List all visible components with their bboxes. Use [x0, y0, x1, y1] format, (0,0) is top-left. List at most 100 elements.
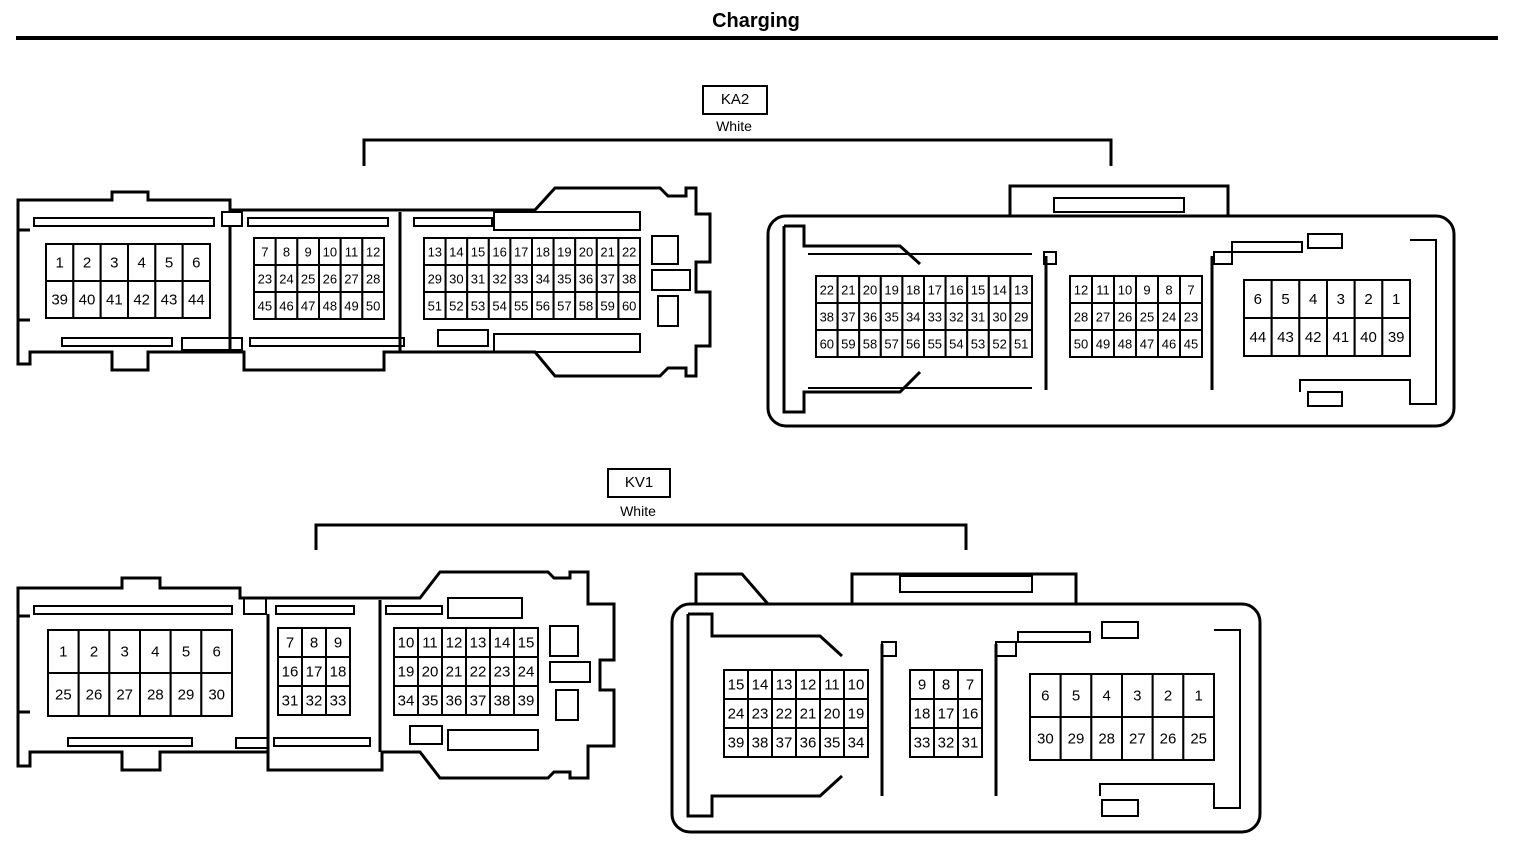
- pin-number: 7: [261, 245, 268, 260]
- pin-number: 21: [800, 706, 817, 723]
- pin-number: 32: [306, 693, 323, 710]
- pin-number: 53: [471, 299, 485, 314]
- pin-number: 15: [728, 677, 745, 694]
- pin-number: 5: [1281, 291, 1289, 308]
- pin-number: 3: [1337, 291, 1345, 308]
- pin-number: 28: [147, 687, 164, 704]
- pin-number: 36: [863, 310, 877, 325]
- pin-cell: [200, 629, 233, 674]
- pin-number: 55: [928, 337, 942, 352]
- pin-number: 9: [334, 635, 342, 652]
- pin-cell: [957, 698, 983, 729]
- pin-number: 31: [471, 272, 485, 287]
- pin-cell: [277, 685, 303, 716]
- pin-cell: [617, 291, 642, 320]
- pin-cell: [325, 685, 351, 716]
- pin-number: 36: [800, 735, 817, 752]
- pin-number: 2: [83, 255, 91, 272]
- pin-number: 49: [1096, 337, 1110, 352]
- pin-number: 7: [966, 677, 974, 694]
- pin-number: 23: [494, 664, 511, 681]
- pin-cell: [513, 656, 539, 687]
- pin-number: 28: [1098, 731, 1115, 748]
- pin-number: 8: [1165, 283, 1172, 298]
- pin-number: 50: [366, 299, 380, 314]
- pin-number: 21: [841, 283, 855, 298]
- pin-number: 18: [914, 706, 931, 723]
- pin-number: 39: [728, 735, 745, 752]
- kv1-bracket: [314, 523, 968, 550]
- pin-cell: [1381, 317, 1412, 357]
- pin-cell: [181, 243, 212, 282]
- pin-number: 8: [942, 677, 950, 694]
- pin-number: 17: [306, 664, 323, 681]
- pin-number: 47: [301, 299, 315, 314]
- pin-cell: [819, 698, 845, 729]
- pin-number: 31: [962, 735, 979, 752]
- pin-number: 51: [1014, 337, 1028, 352]
- pin-cell: [154, 280, 184, 319]
- pin-number: 22: [470, 664, 487, 681]
- pin-number: 33: [928, 310, 942, 325]
- pin-number: 59: [841, 337, 855, 352]
- pin-cell: [843, 727, 869, 758]
- pin-number: 21: [600, 245, 614, 260]
- pin-number: 30: [449, 272, 463, 287]
- pin-cell: [843, 669, 869, 700]
- pin-number: 20: [863, 283, 877, 298]
- pin-number: 5: [182, 644, 190, 661]
- pin-number: 16: [492, 245, 506, 260]
- pin-number: 4: [1102, 688, 1110, 705]
- pin-number: 60: [820, 337, 834, 352]
- pin-cell: [957, 669, 983, 700]
- pin-cell: [1029, 716, 1062, 761]
- connector-kv1-color: White: [620, 503, 656, 519]
- pin-cell: [417, 685, 443, 716]
- pin-number: 35: [824, 735, 841, 752]
- pin-number: 30: [992, 310, 1006, 325]
- pin-number: 10: [323, 245, 337, 260]
- pin-number: 12: [800, 677, 817, 694]
- pin-number: 5: [165, 255, 173, 272]
- pin-number: 16: [949, 283, 963, 298]
- pin-cell: [181, 280, 212, 319]
- pin-cell: [45, 243, 75, 282]
- pin-number: 13: [776, 677, 793, 694]
- pin-number: 25: [301, 272, 315, 287]
- pin-number: 37: [470, 693, 487, 710]
- pin-number: 29: [178, 687, 195, 704]
- pin-number: 36: [579, 272, 593, 287]
- connector-ka2-label: KA2: [702, 85, 768, 115]
- pin-number: 2: [90, 644, 98, 661]
- pin-number: 4: [151, 644, 159, 661]
- pin-number: 48: [1118, 337, 1132, 352]
- page-title: Charging: [712, 10, 800, 32]
- pin-cell: [513, 685, 539, 716]
- pin-cell: [108, 629, 142, 674]
- pin-cell: [747, 727, 773, 758]
- pin-number: 13: [428, 245, 442, 260]
- pin-cell: [127, 243, 157, 282]
- pin-number: 15: [971, 283, 985, 298]
- pin-number: 15: [471, 245, 485, 260]
- pin-number: 54: [492, 299, 506, 314]
- pin-cell: [1182, 716, 1216, 761]
- pin-number: 47: [1140, 337, 1154, 352]
- pin-number: 2: [1364, 291, 1372, 308]
- pin-cell: [771, 727, 797, 758]
- pin-number: 11: [422, 635, 438, 652]
- pin-number: 19: [884, 283, 898, 298]
- pin-number: 41: [1332, 329, 1349, 346]
- pin-number: 38: [622, 272, 636, 287]
- pin-number: 11: [345, 245, 359, 260]
- pin-number: 1: [59, 644, 67, 661]
- pin-number: 33: [330, 693, 347, 710]
- pin-cell: [489, 685, 515, 716]
- pin-number: 15: [518, 635, 535, 652]
- pin-number: 54: [949, 337, 963, 352]
- title-rule: [16, 36, 1498, 40]
- pin-number: 9: [918, 677, 926, 694]
